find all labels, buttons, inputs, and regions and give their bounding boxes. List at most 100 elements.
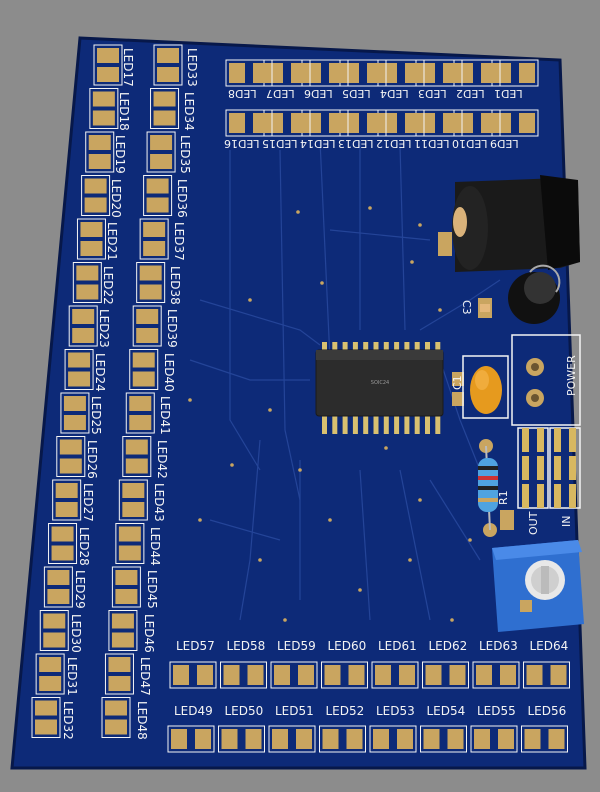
label-led59: LED59 (277, 639, 316, 653)
label-led7: LED7 (266, 87, 295, 100)
led-footprint-led39 (132, 305, 162, 347)
label-led62: LED62 (428, 639, 468, 653)
label-led26: LED26 (85, 439, 99, 479)
label-led35: LED35 (178, 135, 193, 174)
led-footprint-led14 (301, 109, 349, 137)
label-led13: LED13 (338, 137, 374, 150)
label-led32: LED32 (61, 700, 75, 740)
led-footprint-led41 (125, 392, 155, 434)
label-led10: LED10 (452, 137, 488, 150)
led-footprint-led53 (369, 725, 417, 753)
label-led49: LED49 (174, 704, 213, 718)
label-led28: LED28 (77, 526, 91, 566)
label-led20: LED20 (109, 178, 123, 218)
label-led63: LED63 (479, 639, 518, 653)
ceramic-capacitor-icon (478, 298, 492, 318)
led-pads (31, 44, 570, 753)
label-led36: LED36 (175, 178, 189, 218)
electrolytic-capacitor-icon (508, 264, 561, 324)
led-footprint-led40 (129, 349, 159, 390)
led-footprint-led27 (52, 479, 82, 521)
label-led50: LED50 (224, 704, 264, 718)
label-led17: LED17 (121, 48, 135, 87)
led-footprint-led64 (523, 661, 570, 689)
led-footprint-led63 (472, 661, 520, 689)
label-led44: LED44 (148, 526, 163, 566)
vias (188, 206, 472, 622)
led-footprint-led62 (422, 661, 469, 689)
label-led56: LED56 (527, 704, 567, 718)
led-footprint-led56 (521, 725, 568, 753)
label-led5: LED5 (342, 87, 371, 100)
led-footprint-led7 (263, 59, 311, 87)
traces (189, 139, 501, 621)
label-out: OUT (527, 511, 540, 535)
dc-jack-icon (438, 175, 580, 272)
led-footprint-led18 (89, 88, 119, 129)
led-footprint-led29 (43, 566, 73, 608)
led-footprint-led5 (339, 59, 387, 87)
label-led3: LED3 (418, 87, 447, 100)
label-led47: LED47 (138, 657, 153, 696)
label-led22: LED22 (101, 265, 115, 305)
led-footprint-led32 (31, 697, 61, 738)
label-led23: LED23 (97, 309, 111, 348)
led-footprint-led36 (143, 175, 173, 216)
label-led9: LED9 (490, 137, 519, 150)
led-footprint-led13 (339, 109, 387, 137)
pin-header-icon (517, 427, 581, 509)
label-led39: LED39 (165, 309, 179, 348)
power-connector (511, 334, 581, 426)
led-footprint-led33 (153, 44, 183, 86)
label-led33: LED33 (185, 48, 199, 87)
led-footprint-led17 (93, 44, 123, 86)
label-led52: LED52 (325, 704, 365, 718)
led-footprint-led24 (64, 349, 94, 390)
label-led46: LED46 (141, 613, 156, 653)
led-footprint-led16 (225, 109, 273, 137)
led-footprint-led43 (118, 479, 148, 521)
label-led29: LED29 (73, 570, 87, 609)
label-led43: LED43 (151, 483, 166, 522)
led-footprint-led25 (60, 392, 90, 434)
led-footprint-led8 (225, 59, 273, 87)
label-power: POWER (565, 355, 578, 396)
label-led60: LED60 (327, 639, 367, 653)
label-led30: LED30 (69, 613, 83, 653)
led-footprint-led19 (85, 131, 115, 173)
led-footprint-led4 (377, 59, 425, 87)
label-led64: LED64 (529, 639, 569, 653)
led-footprint-led31 (35, 653, 65, 695)
label-led48: LED48 (135, 700, 149, 740)
label-led53: LED53 (376, 704, 415, 718)
label-led42: LED42 (155, 439, 169, 479)
label-led19: LED19 (113, 135, 127, 174)
led-footprint-led47 (104, 653, 134, 695)
label-c1: C1 (451, 375, 464, 390)
label-led55: LED55 (477, 704, 516, 718)
resistor-icon (478, 439, 498, 537)
label-led45: LED45 (145, 570, 159, 609)
led-footprint-led45 (111, 566, 141, 608)
ic-soic24-icon: SOIC24 (315, 342, 444, 434)
led-footprint-led22 (72, 262, 102, 303)
label-led2: LED2 (456, 87, 485, 100)
c1-capacitor (452, 355, 509, 419)
led-footprint-led38 (136, 262, 166, 303)
label-led51: LED51 (275, 704, 314, 718)
label-r1: R1 (497, 490, 510, 505)
label-led8: LED8 (228, 87, 257, 100)
label-led4: LED4 (380, 87, 409, 100)
led-footprint-led58 (220, 661, 267, 689)
led-footprint-led35 (146, 131, 176, 173)
label-led31: LED31 (65, 657, 79, 696)
led-footprint-led49 (167, 725, 215, 753)
led-footprint-led42 (122, 436, 152, 477)
label-led40: LED40 (161, 352, 176, 392)
led-footprint-led46 (108, 610, 138, 651)
led-footprint-led30 (39, 610, 69, 651)
label-led25: LED25 (89, 396, 103, 435)
led-footprint-led20 (81, 175, 111, 216)
led-footprint-led28 (48, 523, 78, 564)
